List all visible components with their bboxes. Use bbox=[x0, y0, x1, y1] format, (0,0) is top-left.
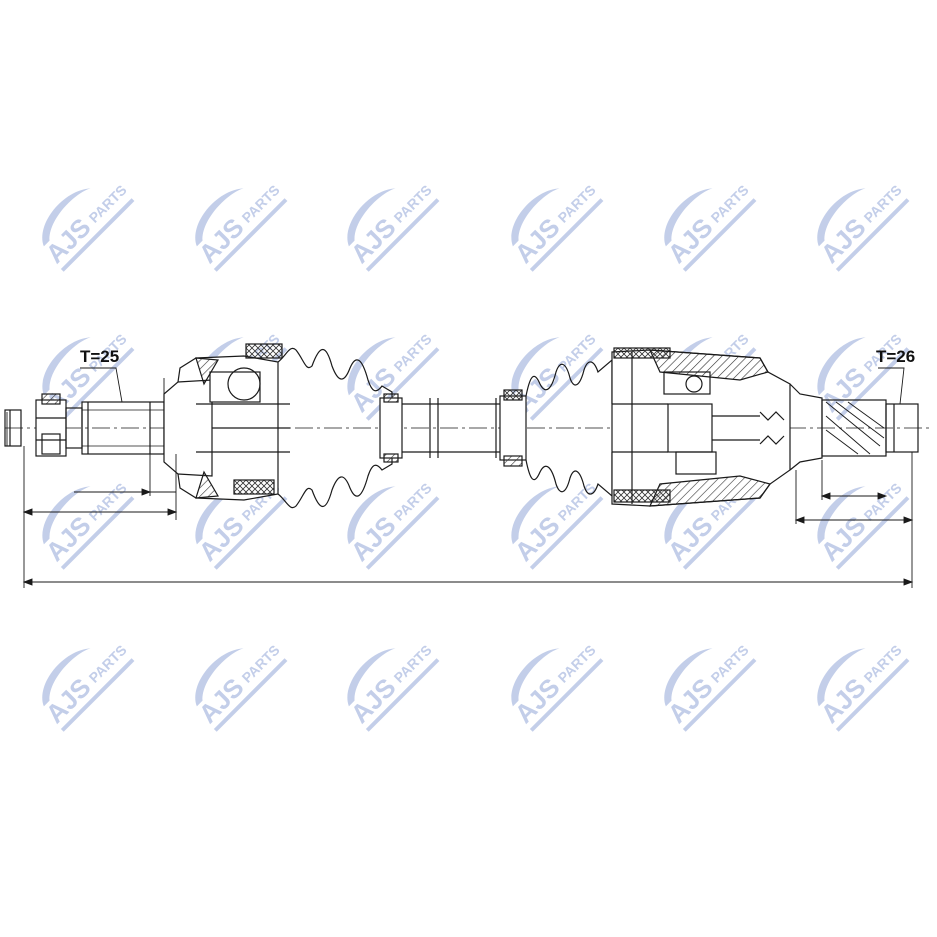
watermark-underline bbox=[682, 658, 757, 732]
watermark-underline bbox=[213, 658, 288, 732]
inner-boot bbox=[499, 358, 613, 498]
car-silhouette-icon bbox=[817, 337, 866, 396]
watermark-underline bbox=[213, 198, 288, 272]
outer-boot bbox=[277, 347, 403, 509]
left-nut bbox=[4, 393, 83, 457]
watermark-underline bbox=[529, 496, 604, 570]
watermark-suffix: PARTS bbox=[86, 642, 130, 686]
dimension-lines bbox=[6, 378, 914, 588]
watermark-suffix: PARTS bbox=[861, 480, 905, 524]
watermark-underline bbox=[835, 347, 910, 421]
watermark-suffix: PARTS bbox=[391, 480, 435, 524]
car-silhouette-icon bbox=[817, 188, 866, 247]
car-silhouette-icon bbox=[664, 188, 713, 247]
watermark-suffix: PARTS bbox=[239, 182, 283, 226]
watermark-underline bbox=[529, 198, 604, 272]
watermark-underline bbox=[682, 496, 757, 570]
watermark-suffix: PARTS bbox=[391, 331, 435, 375]
car-silhouette-icon bbox=[347, 188, 396, 247]
watermark-suffix: PARTS bbox=[861, 642, 905, 686]
car-silhouette-icon bbox=[817, 486, 866, 545]
watermark-suffix: PARTS bbox=[555, 331, 599, 375]
car-silhouette-icon bbox=[511, 648, 560, 707]
watermark-underline bbox=[60, 198, 135, 272]
car-silhouette-icon bbox=[347, 337, 396, 396]
watermark-underline bbox=[365, 496, 440, 570]
outer-cv-joint bbox=[163, 343, 290, 501]
callout-leaders bbox=[80, 367, 905, 405]
car-silhouette-icon bbox=[42, 188, 91, 247]
watermark-underline bbox=[529, 347, 604, 421]
watermark-suffix: PARTS bbox=[86, 480, 130, 524]
car-silhouette-icon bbox=[817, 648, 866, 707]
watermark-suffix: PARTS bbox=[86, 182, 130, 226]
watermark-underline bbox=[365, 198, 440, 272]
watermark-suffix: PARTS bbox=[708, 642, 752, 686]
car-silhouette-icon bbox=[42, 648, 91, 707]
watermark-underline bbox=[835, 198, 910, 272]
watermark-suffix: PARTS bbox=[391, 642, 435, 686]
car-silhouette-icon bbox=[664, 648, 713, 707]
shaft-drawing bbox=[4, 343, 932, 588]
left-thread-callout: T=25 bbox=[80, 347, 119, 366]
watermark-underline bbox=[365, 658, 440, 732]
inner-cv-joint bbox=[611, 347, 791, 507]
right-stub bbox=[789, 383, 919, 471]
watermark-underline bbox=[60, 658, 135, 732]
car-silhouette-icon bbox=[511, 486, 560, 545]
watermark-underline bbox=[529, 658, 604, 732]
watermark-underline bbox=[835, 496, 910, 570]
right-thread-callout: T=26 bbox=[876, 347, 915, 366]
watermark-underline bbox=[213, 496, 288, 570]
watermark-suffix: PARTS bbox=[555, 642, 599, 686]
car-silhouette-icon bbox=[195, 188, 244, 247]
watermark-underline bbox=[60, 496, 135, 570]
car-silhouette-icon bbox=[347, 648, 396, 707]
car-silhouette-icon bbox=[347, 486, 396, 545]
watermark-suffix: PARTS bbox=[555, 480, 599, 524]
car-silhouette-icon bbox=[42, 486, 91, 545]
watermark-underline bbox=[835, 658, 910, 732]
car-silhouette-icon bbox=[195, 648, 244, 707]
watermark-suffix: PARTS bbox=[239, 642, 283, 686]
car-silhouette-icon bbox=[42, 337, 91, 396]
watermark-underline bbox=[682, 198, 757, 272]
watermark-suffix: PARTS bbox=[861, 182, 905, 226]
watermark-underline bbox=[60, 347, 135, 421]
watermark-suffix: PARTS bbox=[708, 182, 752, 226]
car-silhouette-icon bbox=[511, 188, 560, 247]
watermark-suffix: PARTS bbox=[555, 182, 599, 226]
watermark-suffix: PARTS bbox=[391, 182, 435, 226]
